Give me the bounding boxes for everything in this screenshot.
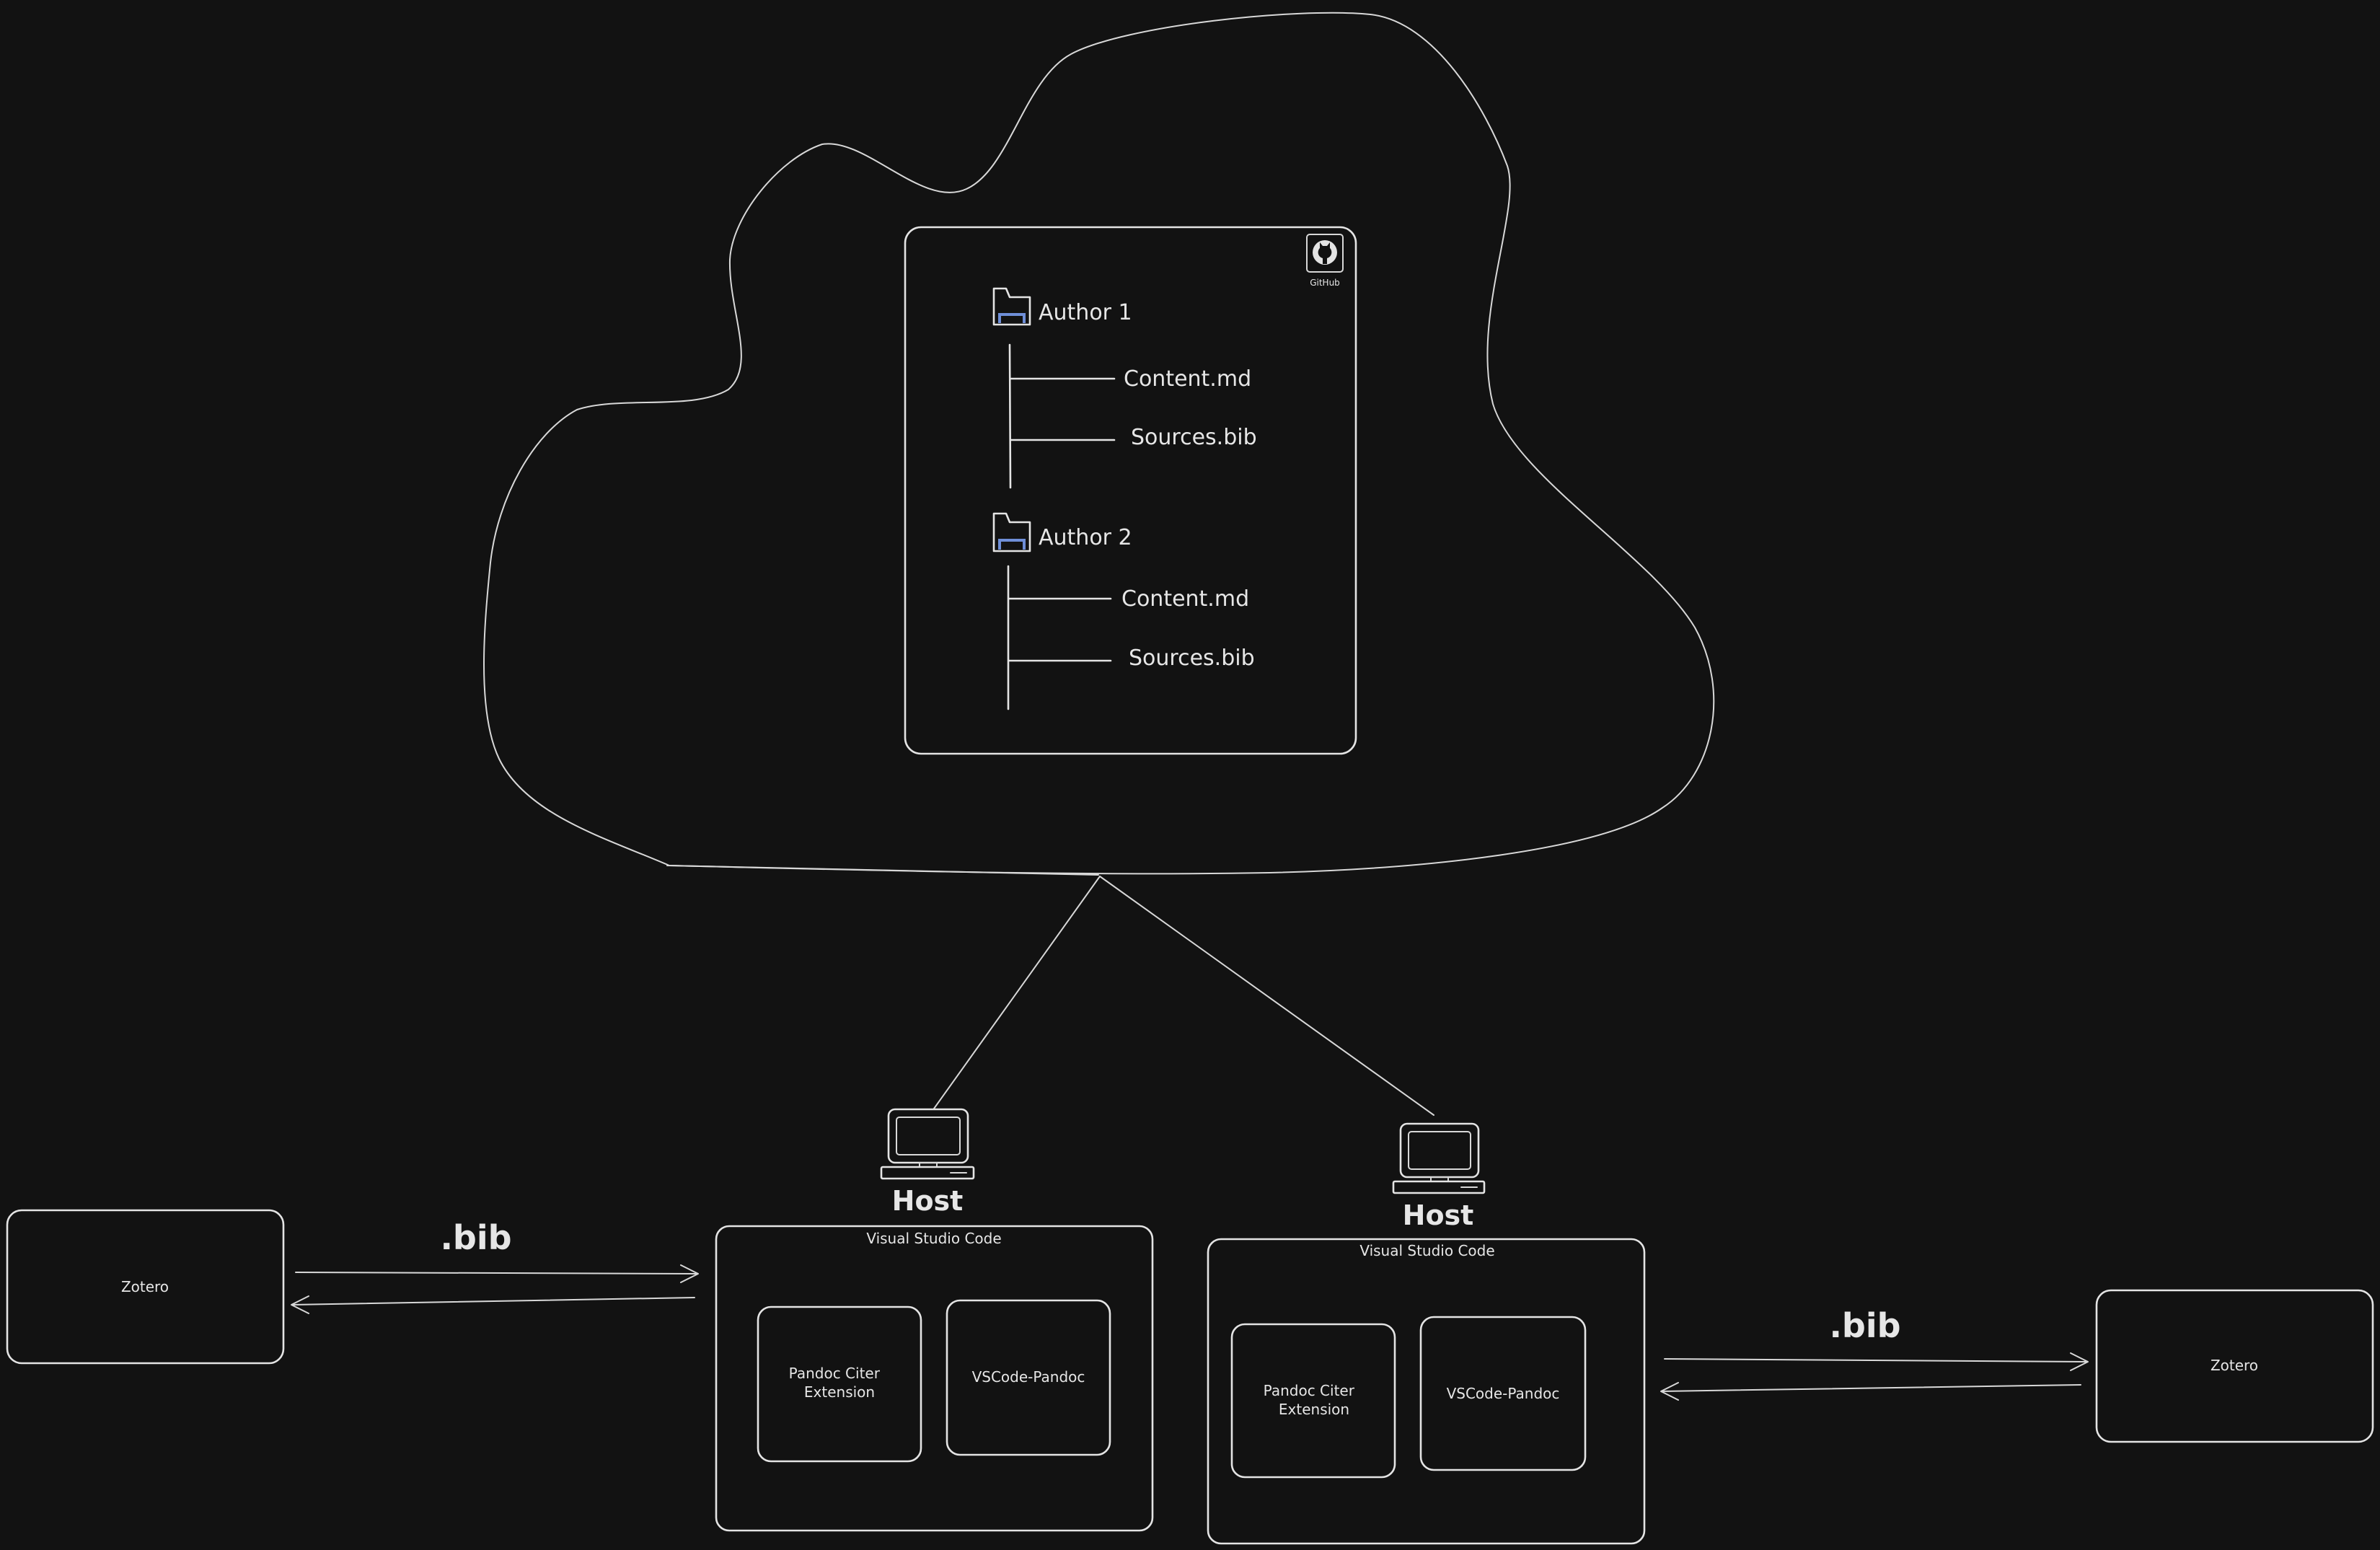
cloud-base-line xyxy=(666,865,1099,876)
arrow-to-vscode xyxy=(295,1264,699,1283)
vscode-title: Visual Studio Code xyxy=(866,1230,1001,1247)
zotero-label: Zotero xyxy=(2211,1357,2258,1374)
vscode-panel-host-1[interactable]: Visual Studio Code xyxy=(715,1225,1154,1532)
zotero-box-left[interactable]: Zotero xyxy=(6,1209,285,1365)
extension-label: Pandoc Citer Extension xyxy=(789,1365,885,1401)
extension-label-line-2: Extension xyxy=(1279,1401,1349,1418)
extension-label: VSCode-Pandoc xyxy=(1447,1385,1560,1402)
file-sources-bib[interactable]: Sources.bib xyxy=(1129,646,1255,671)
folder-author-2[interactable]: Author 2 xyxy=(992,512,1132,552)
extension-pandoc-citer[interactable]: Pandoc Citer Extension xyxy=(1230,1323,1396,1479)
arrow-to-vscode xyxy=(1660,1382,2081,1401)
host-label: Host xyxy=(1403,1199,1474,1231)
extension-vscode-pandoc[interactable]: VSCode-Pandoc xyxy=(946,1299,1111,1456)
connection-line-host-2 xyxy=(1099,876,1434,1116)
extension-label: VSCode-Pandoc xyxy=(972,1368,1085,1386)
repository-panel xyxy=(904,226,1357,755)
vscode-panel-host-2[interactable]: Visual Studio Code xyxy=(1207,1238,1646,1545)
github-badge: GitHub xyxy=(1306,234,1344,288)
folder-label: Author 1 xyxy=(1039,300,1132,325)
arrow-to-zotero xyxy=(1664,1352,2089,1371)
folder-label: Author 2 xyxy=(1039,525,1132,550)
arrow-to-zotero xyxy=(291,1295,695,1314)
github-badge-label: GitHub xyxy=(1310,278,1340,288)
bib-exchange-label: .bib xyxy=(1829,1306,1900,1345)
computer-icon xyxy=(880,1108,975,1180)
bib-exchange-label: .bib xyxy=(440,1218,511,1257)
file-content-md[interactable]: Content.md xyxy=(1124,366,1251,392)
connection-line-host-1 xyxy=(933,876,1101,1109)
folder-icon xyxy=(992,512,1031,552)
cloud-shape xyxy=(483,12,1715,875)
extension-label: Pandoc Citer Extension xyxy=(1264,1382,1359,1418)
folder-author-1[interactable]: Author 1 xyxy=(992,287,1132,326)
extension-label-line-1: Pandoc Citer xyxy=(1264,1382,1355,1399)
extension-vscode-pandoc[interactable]: VSCode-Pandoc xyxy=(1419,1316,1587,1471)
host-label: Host xyxy=(892,1185,964,1217)
file-content-md[interactable]: Content.md xyxy=(1121,586,1249,612)
folder-icon xyxy=(992,287,1031,326)
extension-pandoc-citer[interactable]: Pandoc Citer Extension xyxy=(757,1305,922,1463)
computer-icon xyxy=(1392,1122,1486,1194)
vscode-title: Visual Studio Code xyxy=(1359,1242,1494,1259)
file-sources-bib[interactable]: Sources.bib xyxy=(1131,425,1257,450)
extension-label-line-1: Pandoc Citer xyxy=(789,1365,881,1382)
extension-label-line-2: Extension xyxy=(804,1383,875,1401)
zotero-label: Zotero xyxy=(121,1278,169,1295)
github-icon xyxy=(1313,240,1337,265)
zotero-box-right[interactable]: Zotero xyxy=(2095,1289,2374,1443)
